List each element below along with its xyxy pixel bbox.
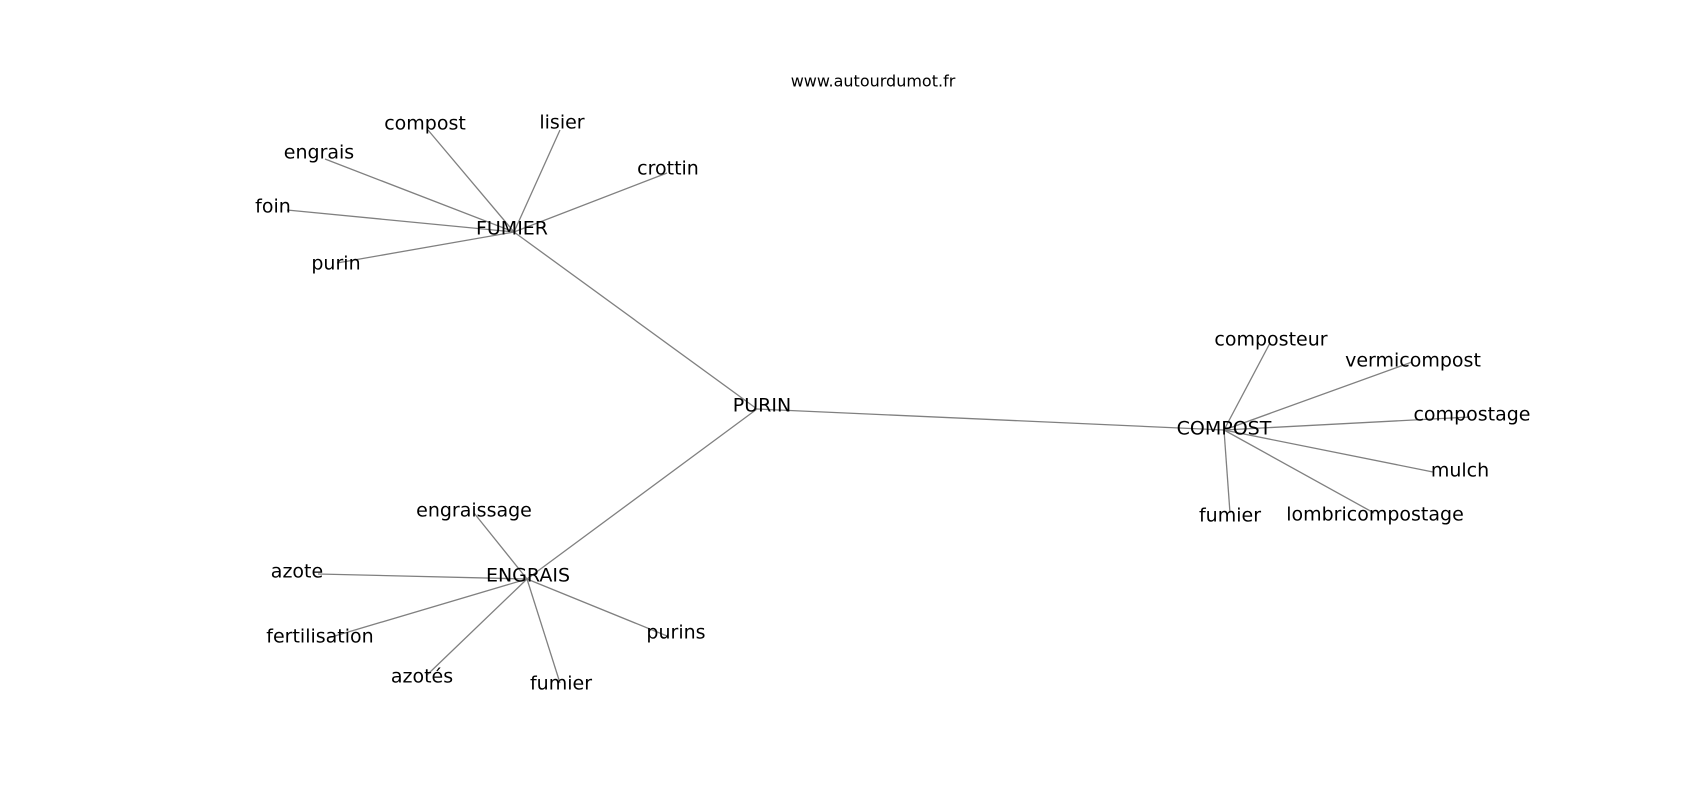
node-label-engrais-azotes[interactable]: azotés (391, 666, 453, 688)
edge-compost-compost-vermicompost (1223, 361, 1413, 431)
edge-compost-compost-lombricompostage (1223, 429, 1375, 514)
edge-purin-engrais (526, 408, 758, 580)
edges-layer (286, 129, 1471, 684)
edge-compost-compost-mulch (1223, 429, 1434, 473)
edge-compost-compost-fumier (1223, 429, 1231, 514)
node-label-engrais-purins[interactable]: purins (646, 622, 705, 644)
node-label-compost-fumier[interactable]: fumier (1199, 505, 1261, 527)
edge-fumier-fumier-foin (286, 209, 515, 233)
node-label-engrais-engraissage[interactable]: engraissage (416, 500, 532, 522)
node-label-compost-compostage[interactable]: compostage (1413, 404, 1530, 426)
node-label-compost-vermicompost[interactable]: vermicompost (1345, 350, 1481, 372)
node-label-fumier-engrais[interactable]: engrais (284, 142, 354, 164)
node-label-engrais-azote[interactable]: azote (271, 561, 323, 583)
node-label-compost-lombricompostage[interactable]: lombricompostage (1286, 504, 1464, 526)
node-label-engrais-fumier[interactable]: fumier (530, 673, 592, 695)
node-label-fumier[interactable]: FUMIER (476, 218, 548, 240)
edge-engrais-engrais-engraissage (473, 512, 528, 580)
edge-engrais-engrais-fumier (526, 578, 561, 684)
edge-engrais-engrais-azotes (426, 578, 528, 676)
node-label-fumier-foin[interactable]: foin (255, 196, 291, 218)
node-label-purin[interactable]: PURIN (733, 395, 791, 417)
node-label-engrais-fertilisation[interactable]: fertilisation (266, 626, 373, 648)
node-label-engrais[interactable]: ENGRAIS (486, 565, 570, 587)
edge-fumier-fumier-lisier (513, 129, 561, 233)
edge-fumier-fumier-purin (336, 231, 515, 264)
node-label-fumier-compost[interactable]: compost (384, 113, 466, 135)
node-label-compost[interactable]: COMPOST (1177, 418, 1272, 440)
edge-compost-compost-composteur (1223, 342, 1271, 431)
edge-fumier-fumier-compost (427, 129, 515, 233)
edge-purin-compost (756, 408, 1225, 431)
labels-layer: PURIN FUMIER ENGRAIS COMPOST compost lisier en… (255, 112, 1530, 695)
node-label-compost-composteur[interactable]: composteur (1214, 329, 1327, 351)
edge-engrais-engrais-purins (526, 578, 668, 637)
node-label-fumier-lisier[interactable]: lisier (539, 112, 584, 134)
site-url: www.autourdumot.fr (791, 72, 956, 91)
node-label-fumier-purin[interactable]: purin (311, 253, 360, 275)
node-label-compost-mulch[interactable]: mulch (1431, 460, 1489, 482)
edge-engrais-engrais-azote (317, 573, 528, 580)
edge-engrais-engrais-fertilisation (327, 578, 528, 639)
node-label-fumier-crottin[interactable]: crottin (637, 158, 699, 180)
edge-compost-compost-compostage (1223, 416, 1471, 431)
edge-fumier-fumier-engrais (324, 158, 515, 233)
edge-fumier-fumier-crottin (513, 172, 668, 233)
edge-purin-fumier (513, 231, 758, 410)
